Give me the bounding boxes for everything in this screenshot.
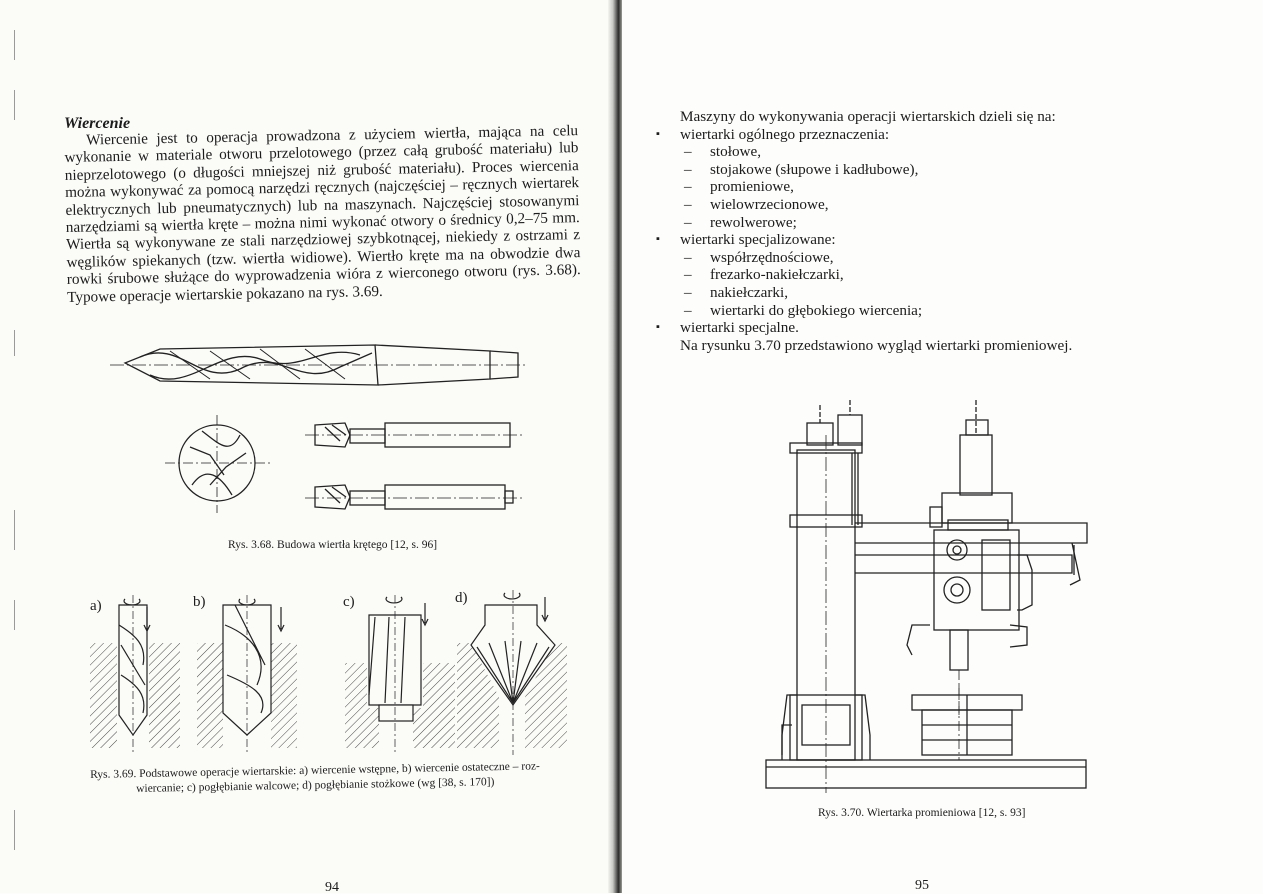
list-item: –stojakowe (słupowe i kadłubowe), bbox=[684, 160, 919, 178]
list-intro: Maszyny do wykonywania operacji wiertars… bbox=[680, 108, 1056, 125]
list-item: –wiertarki do głębokiego wiercenia; bbox=[684, 301, 923, 319]
section-heading: Wiercenie bbox=[64, 115, 131, 132]
margin-mark bbox=[14, 510, 15, 550]
list-outro: Na rysunku 3.70 przedstawiono wygląd wie… bbox=[680, 336, 1073, 354]
page-number-left: 94 bbox=[325, 880, 339, 893]
machine-list: Maszyny do wykonywania operacji wiertars… bbox=[656, 108, 1120, 354]
list-item: ▪wiertarki specjalne. bbox=[656, 319, 799, 337]
figure-label-d: d) bbox=[455, 590, 468, 606]
list-item: –rewolwerowe; bbox=[684, 213, 797, 231]
list-item: –nakiełczarki, bbox=[684, 283, 788, 301]
left-page: Wiercenie Wiercenie jest to operacja pro… bbox=[0, 0, 612, 893]
bullet-icon: ▪ bbox=[656, 127, 660, 140]
twist-drill-figure bbox=[110, 344, 528, 513]
radial-drill-figure bbox=[765, 400, 1088, 793]
list-item: –stołowe, bbox=[684, 143, 762, 161]
margin-mark bbox=[14, 330, 15, 356]
figure-label-b: b) bbox=[193, 594, 206, 610]
figure-caption-3-68: Rys. 3.68. Budowa wiertła krętego [12, s… bbox=[228, 539, 438, 551]
list-item: –współrzędnościowe, bbox=[684, 248, 834, 266]
margin-mark bbox=[14, 810, 15, 850]
page-number-right: 95 bbox=[915, 878, 929, 893]
margin-mark bbox=[14, 30, 15, 60]
list-item: ▪wiertarki ogólnego przeznaczenia: bbox=[656, 125, 890, 143]
list-item: –wielowrzecionowe, bbox=[684, 195, 829, 213]
figure-caption-3-70: Rys. 3.70. Wiertarka promieniowa [12, s.… bbox=[818, 807, 1026, 819]
margin-mark bbox=[14, 600, 15, 630]
bullet-icon: ▪ bbox=[656, 233, 660, 246]
margin-mark bbox=[14, 90, 15, 120]
drilling-operations-figure bbox=[90, 590, 567, 755]
list-item: ▪wiertarki specjalizowane: bbox=[656, 231, 836, 249]
book-gutter bbox=[608, 0, 624, 893]
figure-label-c: c) bbox=[343, 594, 355, 610]
body-paragraph: Wiercenie jest to operacja prowadzona z … bbox=[64, 122, 581, 306]
figure-label-a: a) bbox=[90, 598, 102, 614]
bullet-icon: ▪ bbox=[656, 321, 660, 334]
list-item: –frezarko-nakiełczarki, bbox=[684, 266, 844, 284]
right-page bbox=[622, 0, 1263, 893]
list-item: –promieniowe, bbox=[684, 178, 794, 196]
